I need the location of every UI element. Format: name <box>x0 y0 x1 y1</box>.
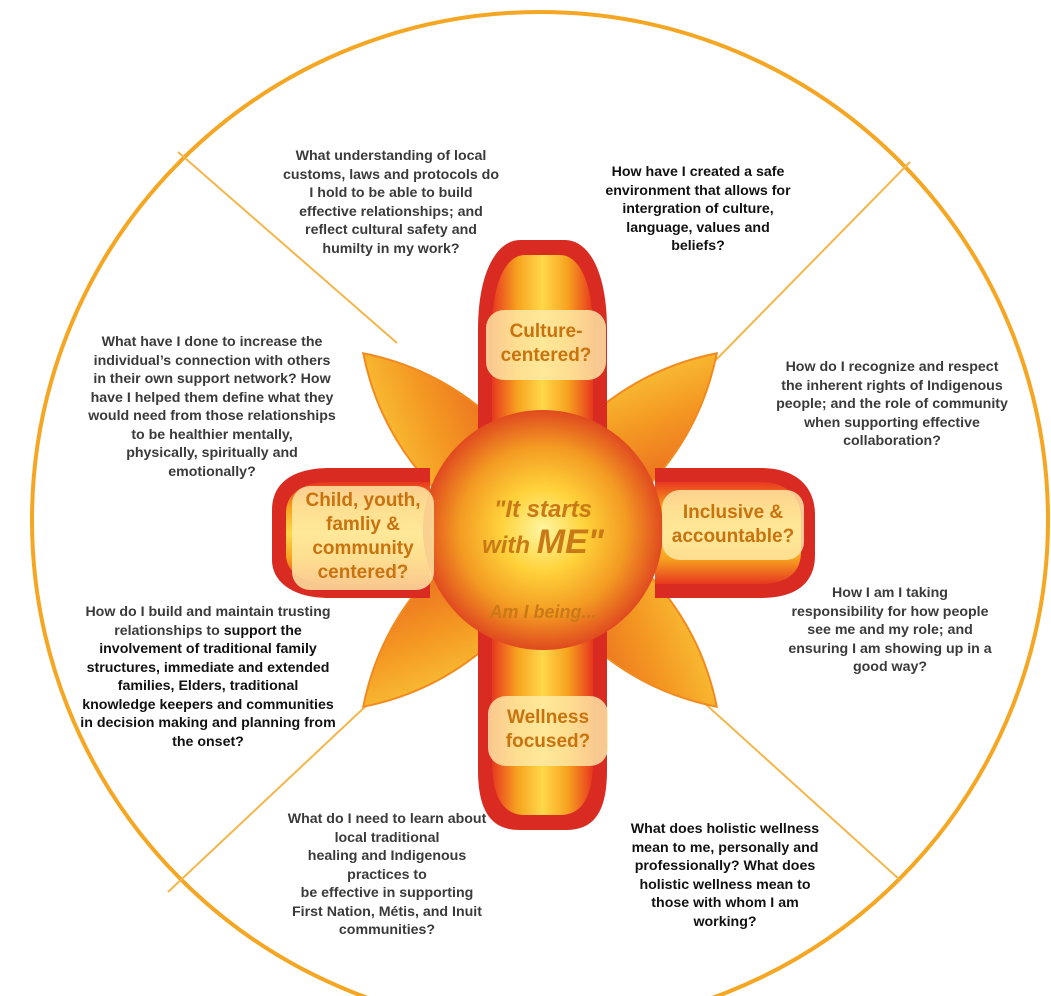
center-line-2-prefix: with <box>482 532 531 559</box>
question-right-upper: How do I recognize and respect the inher… <box>776 359 1008 449</box>
petal-label-wellness: Wellness focused? <box>488 696 608 766</box>
petal-label-culture: Culture- centered? <box>486 310 606 380</box>
divider-bottom-left <box>167 687 386 893</box>
question-bottom-right: What does holistic wellness mean to me, … <box>630 821 820 930</box>
question-right-lower: How I am I taking responsibility for how… <box>788 585 992 675</box>
center-line-2-emph: ME" <box>536 523 604 561</box>
outer-circle <box>30 10 1050 996</box>
center-sun <box>423 410 663 650</box>
center-line-1: "It starts <box>493 496 593 523</box>
question-top-right: How have I created a safe environment th… <box>605 164 791 254</box>
divider-top-right <box>709 161 911 367</box>
question-top-left: What understanding of local customs, law… <box>283 148 499 257</box>
divider-top-left <box>177 151 398 344</box>
divider-bottom-right <box>689 689 901 881</box>
question-left-upper: What have I done to increase the individ… <box>88 334 336 480</box>
center-prompt: Am I being... <box>489 602 597 622</box>
question-bottom-left: What do I need to learn about local trad… <box>287 811 487 938</box>
question-left-lower: How do I build and maintain trusting rel… <box>80 604 336 750</box>
petal-label-inclusive: Inclusive & accountable? <box>662 490 804 560</box>
center-tagline: "It starts with ME" <box>448 496 638 564</box>
petal-label-child-youth: Child, youth, famliy & community centere… <box>292 486 434 590</box>
